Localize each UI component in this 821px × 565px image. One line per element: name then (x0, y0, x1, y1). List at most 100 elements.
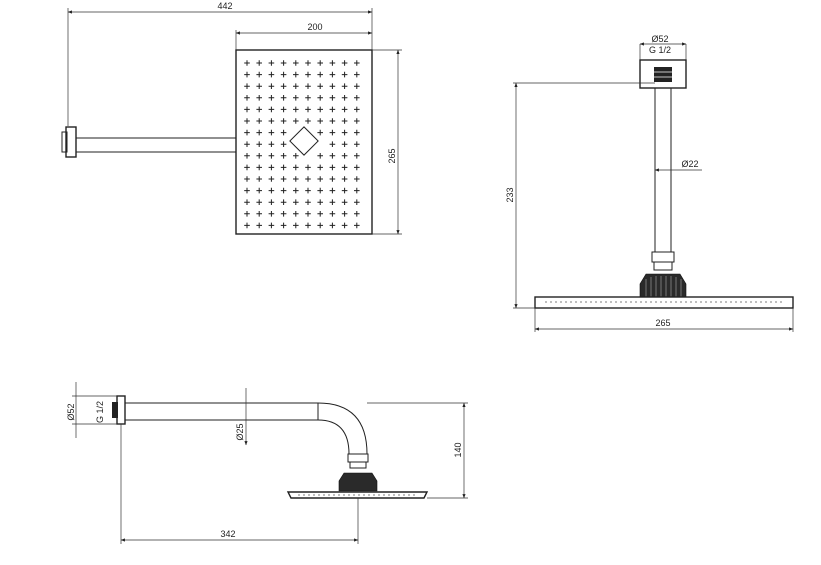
nozzle-plus (293, 176, 299, 182)
nozzle-plus (256, 60, 262, 66)
nozzle-plus (354, 153, 360, 159)
nozzle-plus (256, 118, 262, 124)
side-d25-label: Ø25 (235, 423, 245, 440)
nozzle-plus (268, 222, 275, 229)
nozzle-plus (256, 153, 262, 159)
front-connector-neck (653, 261, 673, 271)
nozzle-plus (329, 129, 336, 136)
nozzle-plus (341, 95, 348, 101)
nozzle-plus (317, 118, 323, 124)
nozzle-plus (354, 187, 360, 194)
nozzle-plus (268, 60, 275, 66)
side-bend-inner (317, 419, 350, 455)
nozzle-plus (280, 153, 287, 159)
nozzle-plus (268, 129, 275, 136)
front-265-label: 265 (655, 318, 670, 328)
nozzle-plus (293, 153, 299, 159)
nozzle-plus (329, 199, 336, 205)
side-shower-plate (286, 491, 429, 499)
front-swivel-ball (639, 273, 687, 298)
nozzle-plus (244, 95, 250, 101)
nozzle-plus (317, 106, 323, 113)
nozzle-plus (293, 118, 299, 124)
nozzle-grid (244, 60, 360, 229)
nozzle-plus (244, 187, 250, 194)
nozzle-plus (305, 118, 311, 124)
nozzle-plus (354, 211, 360, 217)
nozzle-plus (256, 199, 262, 205)
nozzle-plus (244, 176, 250, 182)
nozzle-plus (354, 71, 360, 78)
nozzle-plus (268, 176, 275, 182)
nozzle-plus (329, 222, 336, 229)
dim-442-label: 442 (217, 1, 232, 11)
nozzle-plus (305, 106, 311, 113)
nozzle-plus (256, 176, 262, 182)
side-connector-nut (347, 453, 369, 463)
side-140-label: 140 (453, 442, 463, 457)
nozzle-plus (244, 83, 250, 89)
nozzle-plus (244, 71, 250, 78)
nozzle-plus (354, 129, 360, 136)
nozzle-plus (329, 71, 336, 78)
front-thread-label: G 1/2 (649, 45, 671, 55)
nozzle-plus (280, 106, 287, 113)
nozzle-plus (268, 164, 275, 171)
nozzle-plus (244, 129, 250, 136)
nozzle-plus (268, 211, 275, 217)
nozzle-plus (280, 164, 287, 171)
front-d52-label: Ø52 (651, 34, 668, 44)
dim-265-label: 265 (387, 148, 397, 163)
nozzle-plus (341, 106, 348, 113)
nozzle-plus (317, 176, 323, 182)
nozzle-plus (354, 118, 360, 124)
nozzle-plus (293, 164, 299, 171)
nozzle-plus (329, 60, 336, 66)
nozzle-plus (354, 176, 360, 182)
nozzle-plus (341, 222, 348, 229)
nozzle-plus (317, 222, 323, 229)
side-wall-flange (116, 395, 126, 425)
nozzle-plus (305, 164, 311, 171)
nozzle-plus (354, 106, 360, 113)
nozzle-plus (280, 176, 287, 182)
nozzle-plus (354, 83, 360, 89)
nozzle-plus (354, 60, 360, 66)
front-thread-block (654, 67, 672, 82)
nozzle-plus (341, 118, 348, 124)
dim-200-label: 200 (307, 22, 322, 32)
nozzle-plus (329, 118, 336, 124)
nozzle-plus (317, 83, 323, 89)
nozzle-plus (305, 60, 311, 66)
side-connector-neck (349, 461, 367, 469)
nozzle-plus (280, 211, 287, 217)
nozzle-plus (280, 118, 287, 124)
nozzle-plus (341, 176, 348, 182)
nozzle-plus (256, 129, 262, 136)
nozzle-plus (244, 153, 250, 159)
nozzle-plus (329, 176, 336, 182)
nozzle-plus (280, 199, 287, 205)
nozzle-plus (293, 211, 299, 217)
nozzle-plus (305, 176, 311, 182)
nozzle-plus (280, 95, 287, 101)
nozzle-plus (280, 60, 287, 66)
nozzle-plus (293, 95, 299, 101)
nozzle-plus (244, 222, 250, 229)
nozzle-plus (256, 187, 262, 194)
nozzle-plus (256, 211, 262, 217)
nozzle-plus (329, 211, 336, 217)
nozzle-plus (268, 141, 275, 147)
nozzle-plus (341, 164, 348, 171)
nozzle-plus (354, 164, 360, 171)
nozzle-plus (256, 95, 262, 101)
nozzle-plus (354, 141, 360, 147)
nozzle-plus (305, 199, 311, 205)
nozzle-plus (317, 211, 323, 217)
nozzle-plus (354, 199, 360, 205)
nozzle-plus (317, 71, 323, 78)
nozzle-plus (341, 60, 348, 66)
nozzle-plus (244, 164, 250, 171)
nozzle-plus (305, 83, 311, 89)
